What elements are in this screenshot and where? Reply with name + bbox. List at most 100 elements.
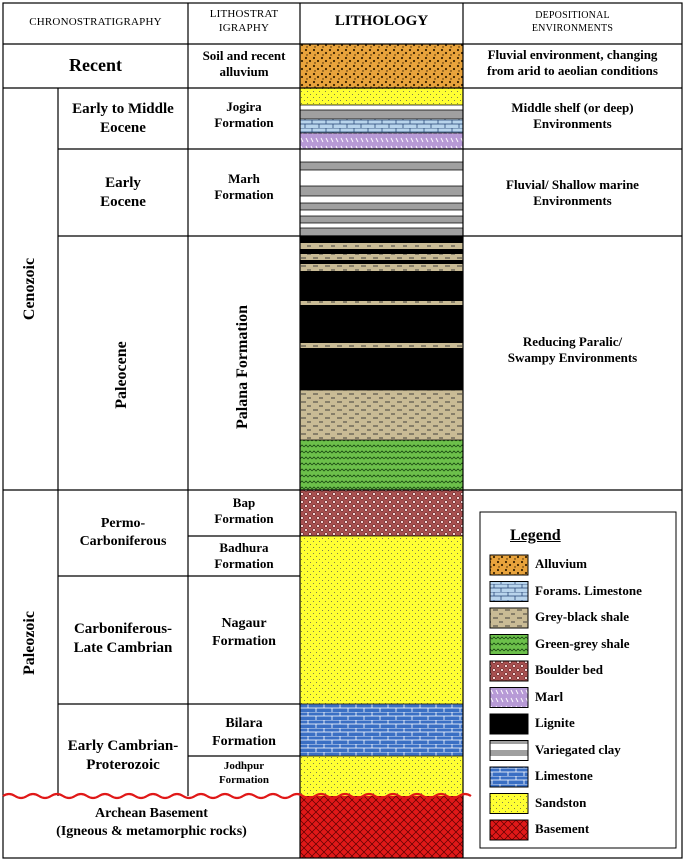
formation-line: Formation: [214, 115, 274, 131]
period-line: Carboniferous: [79, 533, 167, 549]
period-early-cambrian-proterozoic: Early Cambrian- Proterozoic: [58, 737, 188, 775]
layer-clay-white: [300, 105, 463, 110]
legend-swatch-lignite: [489, 713, 529, 735]
legend-label-basement: Basement: [535, 821, 590, 836]
period-line: Early Cambrian-: [67, 738, 179, 754]
env-recent: Fluvial environment, changing from arid …: [463, 47, 682, 80]
layer-boulder-bed: [300, 490, 463, 536]
layer-lignite-6: [300, 348, 463, 390]
legend-swatch-boulder: [489, 660, 529, 682]
header-dep-line2: ENVIRONMENTS: [531, 22, 614, 34]
layer-shale-2: [300, 254, 463, 260]
env-line: Fluvial/ Shallow marine: [506, 177, 639, 192]
formation-bilara: Bilara Formation: [188, 715, 300, 750]
layer-forams-limestone: [300, 119, 463, 133]
layer-lignite-2: [300, 249, 463, 254]
period-line: Late Cambrian: [73, 639, 173, 656]
layer-clay-4: [300, 186, 463, 196]
legend-label-greyshale: Grey-black shale: [535, 609, 630, 624]
formation-line: Bilara: [225, 716, 263, 731]
env-line: Environments: [533, 116, 612, 132]
layer-clay-2: [300, 162, 463, 170]
layer-clay-9: [300, 223, 463, 228]
env-line: Middle shelf (or deep): [511, 100, 634, 115]
period-line: Archean Basement: [95, 806, 208, 821]
env-line: from arid to aeolian conditions: [487, 63, 658, 79]
formation-line: Soil and recent: [202, 48, 286, 63]
formation-nagaur: Nagaur Formation: [188, 615, 300, 650]
layer-shale-3: [300, 264, 463, 271]
legend-label-marl: Marl: [535, 688, 564, 704]
layer-shale-1: [300, 243, 463, 249]
legend-label-limestone: Limestone: [535, 768, 593, 783]
formation-line: Formation: [212, 733, 276, 749]
legend-title: Legend: [510, 527, 561, 544]
env-marh: Fluvial/ Shallow marine Environments: [463, 177, 682, 210]
legend-label-greenshale: Green-grey shale: [535, 635, 630, 651]
legend-swatch-marl: [489, 687, 529, 708]
layer-clay-3: [300, 170, 463, 186]
legend-box: [479, 511, 677, 849]
period-line: Permo-: [100, 516, 146, 531]
period-line: Eocene: [100, 119, 146, 136]
legend-label-forams: Forams. Limestone: [535, 582, 642, 598]
formation-line: Formation: [214, 511, 274, 527]
unconformity-line: [2, 792, 472, 800]
layer-clay-8: [300, 216, 463, 223]
env-line: Fluvial environment, changing: [487, 47, 658, 62]
period-line: Eocene: [100, 193, 146, 210]
layer-shale-thick: [300, 390, 463, 440]
legend-swatch-alluvium: [489, 554, 529, 576]
legend-swatch-forams: [489, 581, 529, 602]
legend-swatch-limestone: [489, 766, 529, 788]
layer-lignite-3: [300, 260, 463, 264]
layer-green-shale: [300, 440, 463, 490]
header-lithostratigraphy: LITHOSTRAT IGRAPHY: [188, 8, 300, 36]
layer-clay-7: [300, 210, 463, 216]
period-archean-basement: Archean Basement (Igneous & metamorphic …: [3, 805, 300, 840]
legend-swatches: [489, 554, 529, 841]
env-jogira: Middle shelf (or deep) Environments: [463, 100, 682, 133]
header-chronostratigraphy: CHRONOSTRATIGRAPHY: [29, 16, 162, 28]
period-recent: Recent: [69, 55, 122, 75]
period-line: Proterozoic: [86, 756, 160, 773]
formation-line: Bap: [232, 495, 256, 510]
header-litho-line1: LITHOSTRAT: [209, 8, 279, 20]
period-early-eocene: Early Eocene: [58, 174, 188, 212]
legend-swatch-greyshale: [489, 607, 529, 629]
formation-line: Formation: [214, 187, 274, 203]
layer-clay-1: [300, 149, 463, 162]
period-paleocene: Paleocene: [113, 341, 130, 409]
layer-alluvium: [300, 44, 463, 88]
formation-bap: Bap Formation: [188, 495, 300, 528]
header-lithology: LITHOLOGY: [334, 13, 429, 29]
formation-line: alluvium: [219, 64, 269, 80]
formation-jogira: Jogira Formation: [188, 99, 300, 132]
env-line: Reducing Paralic/: [522, 334, 623, 349]
layer-lignite-5: [300, 305, 463, 343]
header-depositional: DEPOSITIONAL ENVIRONMENTS: [463, 10, 682, 35]
header-litho-line2: IGRAPHY: [218, 21, 270, 34]
legend-swatch-sandstone: [489, 793, 529, 814]
legend-label-clay: Variegated clay: [535, 741, 621, 757]
period-permo-carboniferous: Permo- Carboniferous: [58, 515, 188, 550]
formation-line: Nagaur: [221, 616, 267, 631]
layer-clay-6: [300, 203, 463, 210]
era-cenozoic: Cenozoic: [21, 257, 38, 321]
layer-lignite-4: [300, 271, 463, 301]
lithology-column: [300, 44, 463, 858]
formation-jodhpur: Jodhpur Formation: [188, 760, 300, 788]
period-line: Early: [105, 175, 141, 191]
layer-clay-10: [300, 228, 463, 236]
legend-swatch-clay: [489, 740, 529, 761]
layer-shale-4: [300, 301, 463, 305]
formation-marh: Marh Formation: [188, 171, 300, 204]
era-paleozoic: Paleozoic: [21, 611, 38, 675]
legend-label-sandstone: Sandston: [535, 794, 587, 810]
layer-basement: [300, 796, 463, 858]
formation-line: Formation: [218, 773, 270, 786]
period-line: Early to Middle: [72, 101, 174, 117]
formation-line: Formation: [214, 556, 274, 572]
env-line: Swampy Environments: [507, 350, 638, 366]
